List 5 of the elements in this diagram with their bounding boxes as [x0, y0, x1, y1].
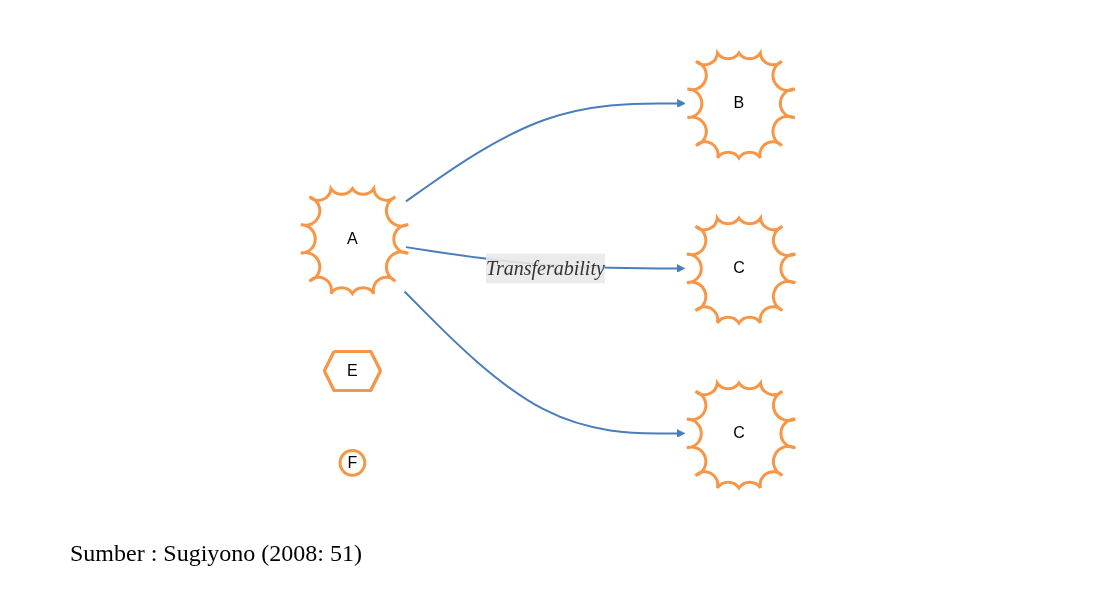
arrow: [405, 98, 687, 202]
edge-label: Transferability: [486, 256, 606, 279]
node-circle: F: [338, 448, 367, 477]
arrow: [403, 289, 686, 438]
caption: Sumber : Sugiyono (2008: 51): [70, 540, 362, 567]
